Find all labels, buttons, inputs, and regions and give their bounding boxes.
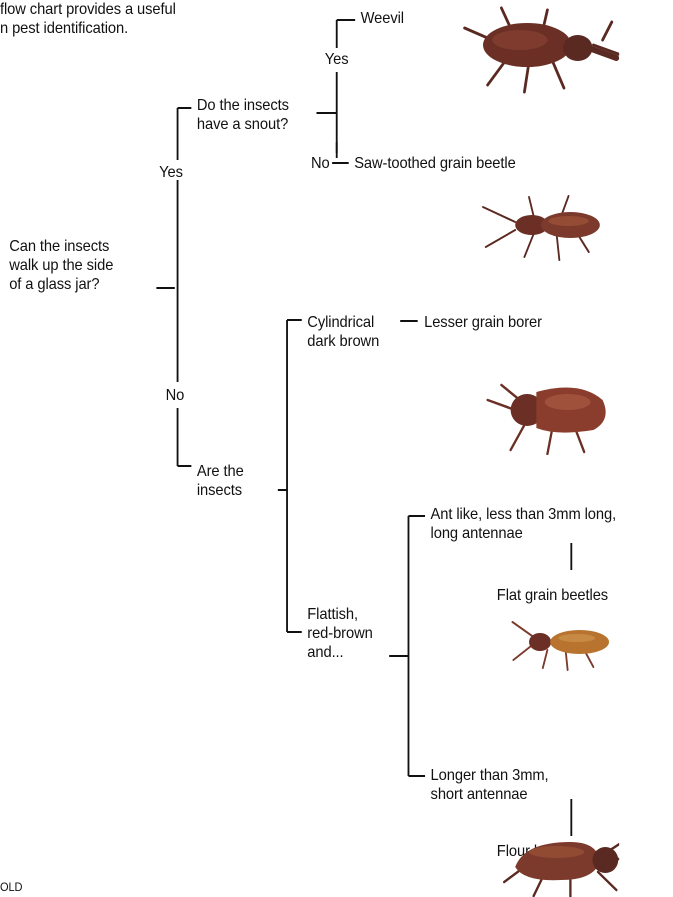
footer-text: OLD [0, 880, 22, 894]
result-saw-toothed: Saw-toothed grain beetle [354, 154, 515, 173]
flat-grain-beetle-image [511, 612, 617, 672]
option-ant-like: Ant like, less than 3mm long, long anten… [431, 505, 617, 543]
flow-chart: flow chart provides a useful n pest iden… [0, 0, 619, 897]
saw-toothed-beetle-image [478, 192, 611, 262]
question-are-the-insects: Are the insects [197, 462, 244, 500]
option-flattish: Flattish, red-brown and... [307, 605, 372, 662]
intro-text: flow chart provides a useful n pest iden… [0, 0, 176, 38]
option-longer: Longer than 3mm, short antennae [431, 766, 549, 804]
answer-no-glass: No [166, 386, 185, 405]
lesser-grain-borer-image [483, 370, 619, 455]
answer-yes-snout: Yes [325, 50, 349, 69]
question-glass-jar: Can the insects walk up the side of a gl… [9, 237, 113, 294]
weevil-image [455, 0, 619, 95]
result-flat-grain-beetles: Flat grain beetles [497, 586, 608, 605]
answer-no-snout: No [311, 154, 330, 173]
question-snout: Do the insects have a snout? [197, 96, 289, 134]
result-weevil: Weevil [361, 9, 404, 28]
result-lesser-grain-borer: Lesser grain borer [424, 313, 542, 332]
flour-beetle-image [497, 822, 619, 897]
option-cylindrical: Cylindrical dark brown [307, 313, 379, 351]
answer-yes-glass: Yes [159, 163, 183, 182]
